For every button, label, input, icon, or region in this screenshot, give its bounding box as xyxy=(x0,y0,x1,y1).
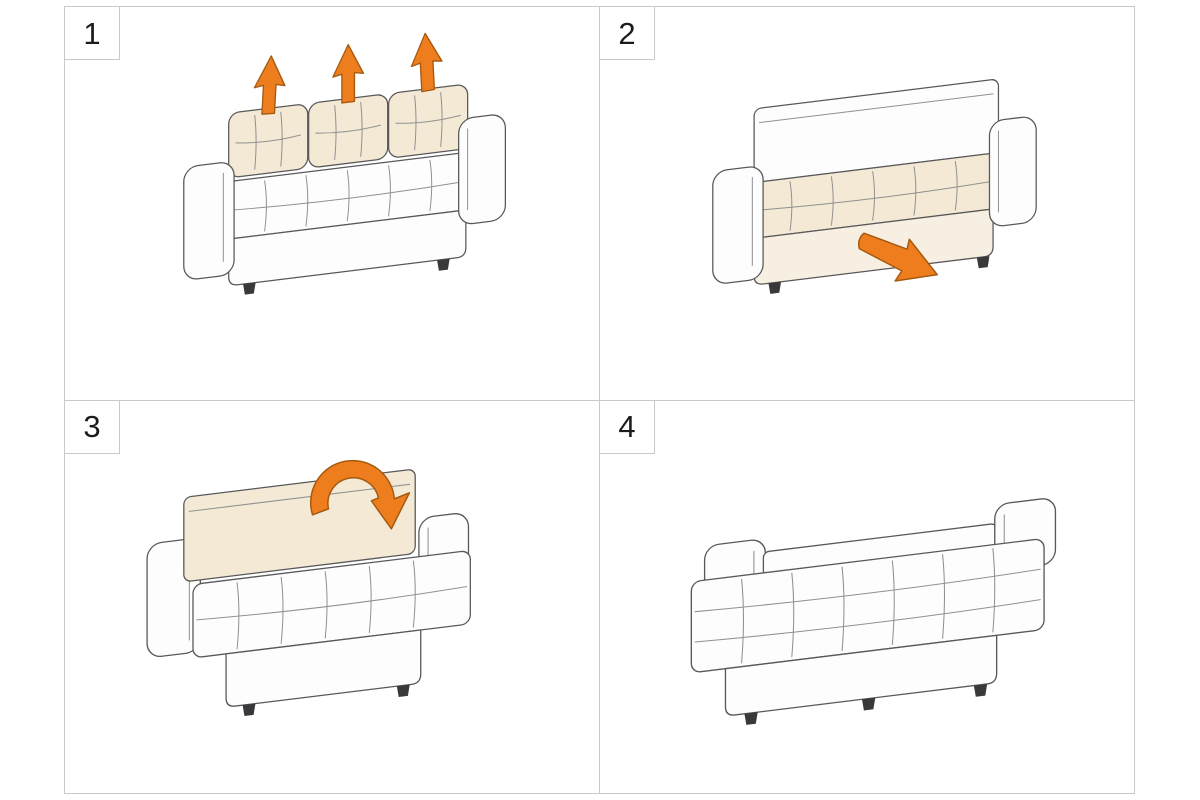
step-panel-2: 2 xyxy=(600,7,1134,400)
sofa-bed-step-4 xyxy=(690,497,1057,725)
sofa-step-1 xyxy=(183,32,507,295)
lift-arrows xyxy=(253,32,443,115)
base-skirt xyxy=(228,209,467,286)
illustration-step-3 xyxy=(146,459,471,716)
illustration-step-4 xyxy=(690,497,1057,725)
step-panel-3: 3 xyxy=(65,400,599,793)
bed-base xyxy=(724,634,998,725)
cushion-tuft-seams xyxy=(235,92,461,170)
up-arrow-icon xyxy=(410,32,443,93)
right-armrest xyxy=(988,116,1037,227)
pull-out-arrow-icon xyxy=(857,232,939,282)
step-number-box-1: 1 xyxy=(65,7,120,60)
step-number-3: 3 xyxy=(83,409,101,444)
platform-base xyxy=(225,628,422,716)
step-panel-1: 1 xyxy=(65,7,599,400)
step-number-box-2: 2 xyxy=(600,7,655,60)
sofa-step-3 xyxy=(146,468,471,716)
step-panel-4: 4 xyxy=(600,400,1134,793)
step-number-box-4: 4 xyxy=(600,400,655,454)
up-arrow-icon xyxy=(332,43,365,104)
sofa-step-2 xyxy=(712,79,1037,294)
sofa-legs xyxy=(744,683,988,725)
left-armrest xyxy=(183,162,235,280)
step-number-2: 2 xyxy=(618,15,636,51)
right-armrest xyxy=(458,114,507,225)
sofa-base xyxy=(228,209,467,295)
step-number-box-3: 3 xyxy=(65,400,120,454)
upright-backrest-cushion xyxy=(183,468,416,582)
illustration-step-2 xyxy=(712,79,1037,294)
backrest-panel xyxy=(753,79,1000,183)
step-number-1: 1 xyxy=(83,15,101,51)
illustration-step-1 xyxy=(183,32,507,295)
fold-down-curved-arrow-icon xyxy=(310,459,411,530)
pulled-out-platform xyxy=(192,550,471,658)
left-armrest xyxy=(712,166,764,284)
up-arrow-icon xyxy=(253,55,286,115)
seat-tuft-seams xyxy=(226,159,469,232)
step-number-4: 4 xyxy=(618,409,636,444)
back-cushions xyxy=(228,84,469,178)
instruction-sheet: 1 xyxy=(64,6,1135,794)
steps-grid: 1 xyxy=(64,6,1135,794)
